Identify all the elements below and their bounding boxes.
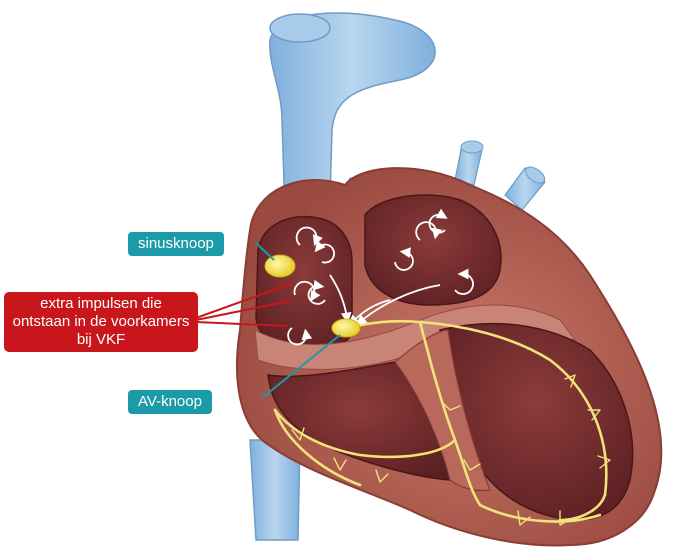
av-node: [332, 319, 360, 337]
extra-impulses-label: extra impulsen die ontstaan in de voorka…: [4, 292, 198, 352]
av-node-label: AV-knoop: [128, 390, 212, 414]
sinus-node: [265, 255, 295, 277]
sinus-node-label: sinusknoop: [128, 232, 224, 256]
